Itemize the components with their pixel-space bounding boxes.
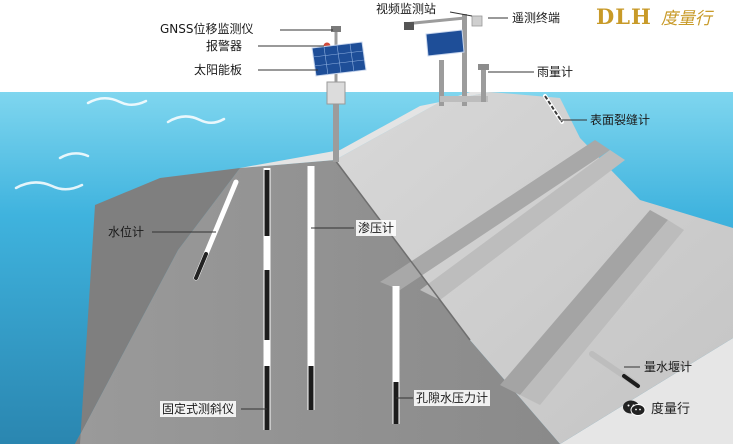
label-rtu: 遥测终端: [512, 11, 561, 25]
rtu-box-icon: [471, 15, 483, 27]
label-pore-pressure: 孔隙水压力计: [414, 390, 491, 406]
leader-lines: [152, 11, 640, 410]
label-solar-panel: 太阳能板: [194, 63, 243, 77]
label-gnss: GNSS位移监测仪: [160, 22, 254, 36]
dam-edge-line: [334, 159, 471, 341]
gnss-antenna-icon: [331, 26, 341, 32]
label-inclinometer: 固定式测斜仪: [160, 401, 237, 417]
dam-downstream-slope: [335, 92, 733, 444]
label-weir-meter: 量水堰计: [644, 360, 693, 374]
label-piezometer: 渗压计: [356, 220, 397, 236]
dam-left-shadow: [75, 168, 240, 444]
gnss-mast: [333, 96, 339, 162]
berm-2: [500, 210, 668, 395]
label-crack-meter: 表面裂缝计: [590, 113, 651, 127]
wechat-account: 度量行: [622, 398, 690, 417]
water-waves: [14, 97, 226, 191]
camera-icon: [404, 22, 414, 30]
water-level-gauge: [193, 179, 239, 281]
solar-panel-2-icon: [425, 29, 465, 57]
label-water-level: 水位计: [108, 225, 145, 239]
berm-1: [380, 140, 610, 290]
brand-name: DLH: [596, 4, 652, 29]
label-video-station: 视频监测站: [376, 2, 437, 16]
brand-logo: DLH 度量行: [596, 4, 712, 29]
dam-upstream-face: [75, 160, 560, 444]
weir-meter: [589, 351, 640, 388]
crack-meter: [543, 94, 564, 124]
gnss-box: [326, 81, 346, 105]
label-alarm: 报警器: [206, 39, 243, 53]
label-rain-gauge: 雨量计: [537, 65, 574, 79]
gnss-station: [311, 26, 367, 162]
wechat-icon: [623, 400, 646, 416]
wechat-account-name: 度量行: [651, 402, 691, 417]
brand-slogan: 度量行: [660, 9, 712, 29]
rain-gauge-icon: [481, 68, 486, 102]
video-station: [403, 14, 489, 106]
